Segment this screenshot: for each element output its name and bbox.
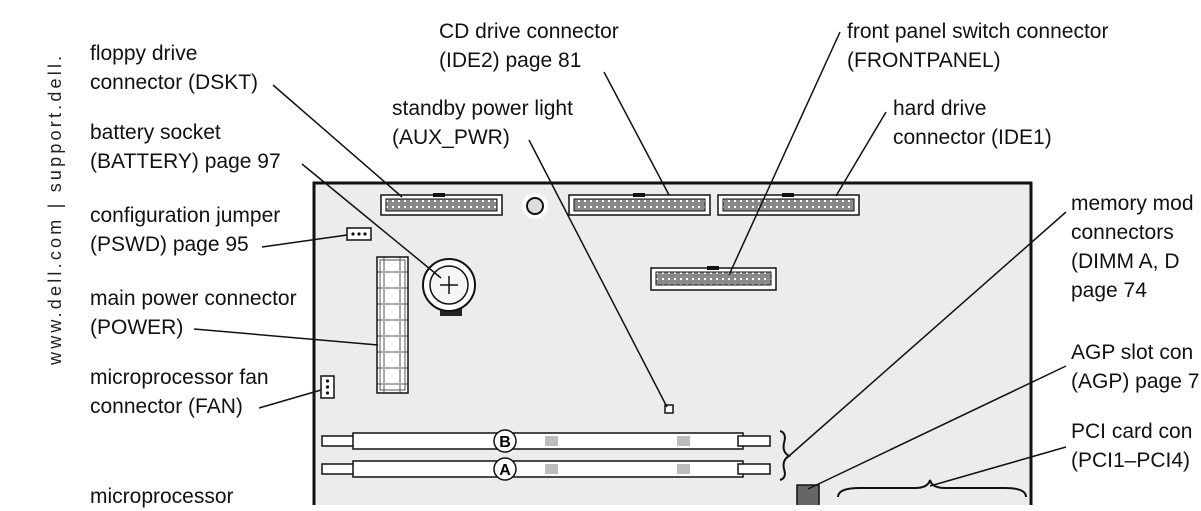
leader-power [193, 328, 379, 346]
leader-frontpanel [728, 31, 841, 276]
floppy-connector [380, 193, 503, 216]
leader-floppy [272, 84, 403, 198]
leader-battery [301, 163, 442, 279]
leader-agp [807, 365, 1067, 490]
system-board [312, 181, 1033, 505]
leader-memory [788, 211, 1067, 457]
label-standby-light: standby power light (AUX_PWR) [392, 97, 573, 149]
label-agp: AGP slot con (AGP) page 7 [1071, 341, 1200, 393]
label-microprocessor: microprocessor [90, 485, 234, 508]
label-cd-connector: CD drive connector (IDE2) page 81 [439, 20, 619, 72]
leader-cd [603, 71, 670, 196]
label-fan-connector: microprocessor fan connector (FAN) [90, 366, 269, 418]
standby-light [526, 197, 544, 215]
leader-harddrive [835, 111, 887, 197]
agp-slot [796, 484, 820, 505]
label-pci: PCI card con (PCI1–PCI4) [1071, 420, 1193, 472]
label-battery-socket: battery socket (BATTERY) page 97 [90, 121, 281, 173]
dimm-a-letter: A [499, 462, 511, 479]
frontpanel-connector [650, 266, 777, 291]
ide1-connector [717, 193, 860, 216]
leader-pci [929, 446, 1067, 487]
dimm-b-letter: B [499, 434, 511, 451]
label-config-jumper: configuration jumper (PSWD) page 95 [90, 204, 281, 256]
leader-fan [258, 389, 322, 409]
ide2-connector [568, 193, 711, 216]
label-memory: memory mod connectors (DIMM A, D page 74 [1071, 192, 1194, 302]
leader-standby [528, 139, 668, 408]
label-main-power: main power connector (POWER) [90, 287, 297, 339]
config-jumper [346, 227, 372, 241]
dimm-slot-a [321, 457, 771, 481]
leader-lines [193, 31, 1067, 490]
fan-connector [320, 375, 335, 399]
main-power-connector [376, 256, 409, 394]
dimm-slot-b [321, 429, 771, 453]
pci-brace [837, 479, 1027, 498]
label-floppy-connector: floppy drive connector (DSKT) [90, 42, 259, 94]
label-front-panel: front panel switch connector (FRONTPANEL… [847, 20, 1109, 72]
leader-config [261, 234, 348, 248]
label-hard-drive: hard drive connector (IDE1) [893, 97, 1052, 149]
battery-socket [422, 258, 476, 316]
aux-pwr-led [664, 404, 674, 414]
